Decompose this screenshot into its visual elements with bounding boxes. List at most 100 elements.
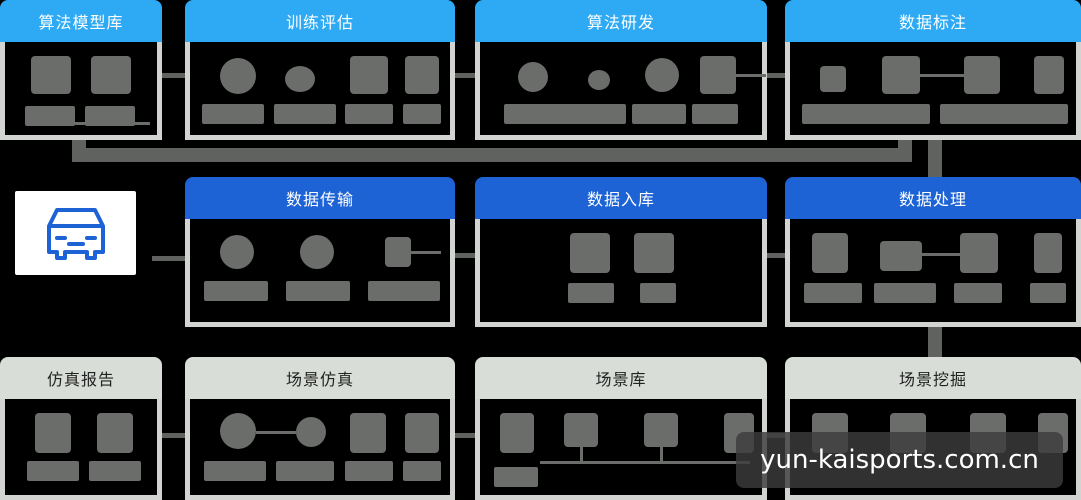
- placeholder-icon: [285, 66, 315, 92]
- placeholder-icon: [350, 413, 386, 453]
- placeholder-icon: [570, 233, 610, 273]
- placeholder-icon: [220, 58, 256, 94]
- module-data-transfer: 数据传输: [185, 177, 455, 327]
- module-body: [185, 219, 455, 327]
- placeholder-label: [504, 104, 596, 124]
- module-title: 算法研发: [475, 0, 767, 42]
- placeholder-label: [345, 104, 393, 124]
- module-data-process: 数据处理: [785, 177, 1081, 327]
- placeholder-icon: [1034, 56, 1064, 94]
- placeholder-label: [874, 283, 936, 303]
- placeholder-label: [204, 281, 268, 301]
- placeholder-label: [345, 461, 393, 481]
- module-scene-sim: 场景仿真: [185, 357, 455, 500]
- placeholder-label: [640, 283, 676, 303]
- underline: [65, 122, 150, 125]
- module-body: [0, 399, 162, 500]
- placeholder-label: [940, 104, 1068, 124]
- placeholder-label: [403, 461, 441, 481]
- module-title: 数据入库: [475, 177, 767, 219]
- placeholder-icon: [350, 56, 388, 94]
- module-title: 场景库: [475, 357, 767, 399]
- placeholder-icon: [35, 413, 71, 453]
- placeholder-label: [804, 283, 862, 303]
- placeholder-label: [368, 281, 440, 301]
- placeholder-icon: [645, 58, 679, 92]
- connector-line: [922, 253, 960, 256]
- connector-line: [256, 431, 296, 434]
- module-algo-model-lib: 算法模型库: [0, 0, 162, 140]
- placeholder-icon: [91, 56, 131, 94]
- vehicle-card: [15, 191, 136, 275]
- module-title: 算法模型库: [0, 0, 162, 42]
- connector-line: [540, 461, 750, 464]
- placeholder-icon: [820, 66, 846, 92]
- connector-line: [660, 447, 663, 461]
- module-title: 数据传输: [185, 177, 455, 219]
- placeholder-label: [494, 467, 538, 487]
- placeholder-icon: [518, 62, 548, 92]
- car-icon: [46, 208, 105, 260]
- module-algo-dev: 算法研发: [475, 0, 767, 140]
- placeholder-icon: [405, 56, 439, 94]
- placeholder-label: [27, 461, 79, 481]
- placeholder-label: [1030, 283, 1066, 303]
- module-sim-report: 仿真报告: [0, 357, 162, 500]
- connector-line: [411, 251, 441, 254]
- module-body: [185, 399, 455, 500]
- placeholder-label: [204, 461, 266, 481]
- module-body: [185, 42, 455, 140]
- placeholder-icon: [220, 413, 256, 449]
- placeholder-icon: [1034, 233, 1062, 273]
- placeholder-label: [85, 106, 135, 126]
- module-title: 数据标注: [785, 0, 1081, 42]
- connector-line: [455, 73, 475, 78]
- placeholder-icon: [31, 56, 71, 94]
- placeholder-label: [25, 106, 75, 126]
- module-body: [475, 219, 767, 327]
- module-title: 场景挖掘: [785, 357, 1081, 399]
- connector-line: [72, 148, 912, 162]
- placeholder-label: [403, 104, 441, 124]
- placeholder-icon: [964, 56, 1000, 94]
- placeholder-label: [590, 104, 626, 124]
- module-title: 数据处理: [785, 177, 1081, 219]
- placeholder-icon: [405, 413, 439, 453]
- connector-line: [920, 74, 964, 77]
- placeholder-label: [274, 104, 336, 124]
- watermark-label: yun-kaisports.com.cn: [736, 432, 1063, 488]
- placeholder-icon: [882, 56, 920, 94]
- module-body: [475, 42, 767, 140]
- connector-line: [767, 253, 785, 258]
- module-data-ingest: 数据入库: [475, 177, 767, 327]
- placeholder-icon: [300, 235, 334, 269]
- placeholder-icon: [385, 237, 411, 267]
- module-title: 训练评估: [185, 0, 455, 42]
- placeholder-icon: [960, 233, 998, 273]
- connector-line: [162, 73, 185, 78]
- placeholder-icon: [812, 233, 848, 273]
- placeholder-icon: [296, 417, 326, 447]
- connector-line: [72, 140, 86, 162]
- connector-line: [736, 74, 766, 77]
- module-body: [785, 42, 1081, 140]
- connector-line: [928, 327, 942, 357]
- placeholder-label: [276, 461, 334, 481]
- connector-line: [580, 447, 583, 461]
- connector-line: [455, 433, 475, 438]
- module-body: [785, 219, 1081, 327]
- placeholder-icon: [97, 413, 133, 453]
- module-body: [475, 399, 767, 500]
- placeholder-icon: [588, 70, 610, 90]
- module-title: 仿真报告: [0, 357, 162, 399]
- placeholder-icon: [634, 233, 674, 273]
- placeholder-label: [632, 104, 686, 124]
- module-scene-lib: 场景库: [475, 357, 767, 500]
- placeholder-icon: [564, 413, 598, 447]
- placeholder-label: [286, 281, 350, 301]
- placeholder-icon: [880, 241, 922, 271]
- module-title: 场景仿真: [185, 357, 455, 399]
- placeholder-icon: [500, 413, 534, 453]
- placeholder-icon: [644, 413, 678, 447]
- connector-line: [767, 73, 785, 78]
